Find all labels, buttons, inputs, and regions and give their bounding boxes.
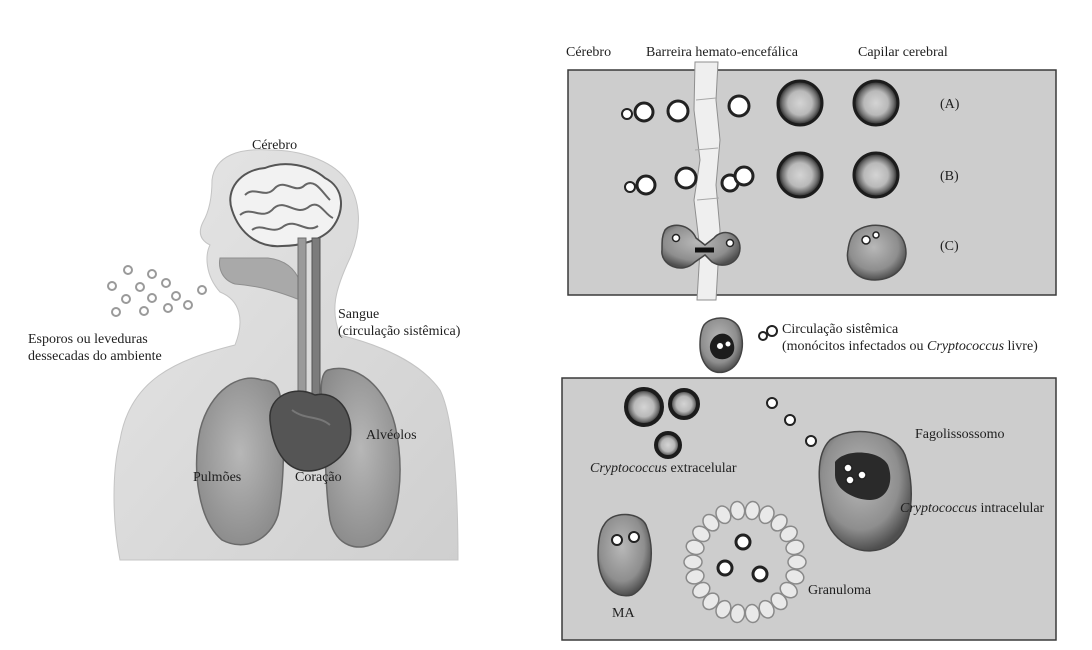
- label-blood-line1: Sangue: [338, 306, 498, 323]
- label-spores-line2: dessecadas do ambiente: [28, 348, 198, 365]
- label-brain-left: Cérebro: [252, 137, 297, 154]
- label-blood-line2: (circulação sistêmica): [338, 323, 498, 340]
- row-label-c: (C): [940, 238, 959, 255]
- label-intracellular: Cryptococcus intracelular: [900, 500, 1044, 517]
- label-extracellular: Cryptococcus extracelular: [590, 460, 737, 477]
- label-intracellular-italic: Cryptococcus: [900, 501, 977, 516]
- spores: [108, 266, 206, 316]
- label-extracellular-italic: Cryptococcus: [590, 461, 667, 476]
- label-systemic-prefix: (monócitos infectados ou: [782, 339, 927, 354]
- barrier-panel: [568, 62, 1056, 300]
- label-granuloma: Granuloma: [808, 582, 871, 599]
- label-systemic-line1: Circulação sistêmica: [782, 321, 1062, 338]
- label-spores: Esporos ou leveduras dessecadas do ambie…: [28, 331, 198, 365]
- header-brain: Cérebro: [566, 44, 611, 61]
- label-phagolysosome: Fagolissossomo: [915, 426, 1004, 443]
- row-label-a: (A): [940, 96, 959, 113]
- header-capillary: Capilar cerebral: [858, 44, 948, 61]
- label-systemic-line2: (monócitos infectados ou Cryptococcus li…: [782, 338, 1062, 355]
- label-extracellular-rest: extracelular: [667, 461, 737, 476]
- granuloma-cell: [684, 555, 702, 569]
- label-alveoli: Alvéolos: [366, 427, 417, 444]
- label-blood: Sangue (circulação sistêmica): [338, 306, 498, 340]
- alveolar-macrophage: [598, 514, 651, 595]
- header-barrier: Barreira hemato-encefálica: [646, 44, 798, 61]
- label-lungs: Pulmões: [193, 469, 241, 486]
- systemic-circulation: [700, 318, 777, 372]
- label-intracellular-rest: intracelular: [977, 501, 1044, 516]
- granuloma-cell: [788, 555, 806, 569]
- row-label-b: (B): [940, 168, 959, 185]
- label-systemic-italic: Cryptococcus: [927, 339, 1004, 354]
- label-heart: Coração: [295, 469, 342, 486]
- label-spores-line1: Esporos ou leveduras: [28, 331, 198, 348]
- label-systemic-suffix: livre): [1004, 339, 1038, 354]
- brain: [230, 164, 341, 246]
- label-ma: MA: [612, 605, 635, 622]
- label-systemic: Circulação sistêmica (monócitos infectad…: [782, 321, 1062, 355]
